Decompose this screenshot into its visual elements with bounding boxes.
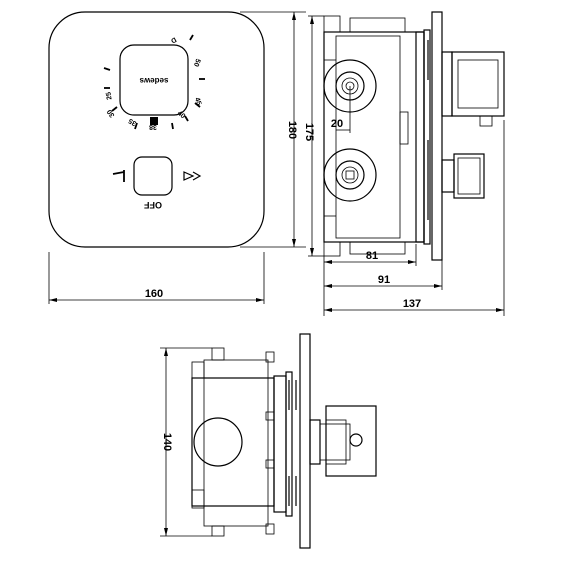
brand-text: sedews: [139, 76, 168, 85]
side-view: 20 175 81 91 137: [303, 11, 505, 316]
hand-shower-symbol: [112, 170, 125, 182]
plate-depth-dimension: 91: [378, 274, 390, 286]
thermostat-spindle: [441, 51, 453, 117]
off-label: OFF: [144, 200, 162, 210]
valve-body: [323, 31, 425, 243]
wall-plate: [431, 11, 443, 261]
scale-mark-35: 35: [128, 117, 138, 127]
body-depth-dimension: 81: [366, 250, 378, 262]
scale-mark-d: D: [169, 35, 177, 44]
thermostat-handle: [119, 44, 189, 116]
diverter-spindle: [441, 159, 455, 193]
bottom-view: 140: [160, 333, 377, 549]
inlet-offset-dimension: 20: [331, 118, 343, 130]
scale-mark-30: 30: [106, 108, 116, 118]
scale-mark-38: 38: [149, 123, 157, 130]
front-view: sedews D 50 45 40 38 35 30 25 OFF: [48, 11, 306, 304]
diverter-handle: [133, 156, 173, 196]
bottom-spindle-housing: [325, 405, 377, 477]
cold-inlet: [323, 148, 377, 202]
width-dimension: 160: [145, 288, 163, 300]
shower-head-symbol: [183, 171, 202, 181]
bottom-outlet: [193, 417, 243, 467]
bottom-width-dimension: 140: [161, 433, 173, 451]
scale-mark-40: 40: [176, 110, 187, 120]
scale-mark-45: 45: [193, 97, 202, 107]
scale-mark-25: 25: [105, 91, 113, 100]
cover-plate-outline: [48, 11, 265, 248]
total-depth-dimension: 137: [403, 298, 421, 310]
scale-mark-50: 50: [192, 58, 201, 68]
cover-height-dimension: 175: [303, 123, 315, 141]
bottom-wall-plate: [299, 333, 311, 549]
height-dimension: 180: [286, 121, 298, 139]
temperature-scale: [103, 34, 205, 130]
